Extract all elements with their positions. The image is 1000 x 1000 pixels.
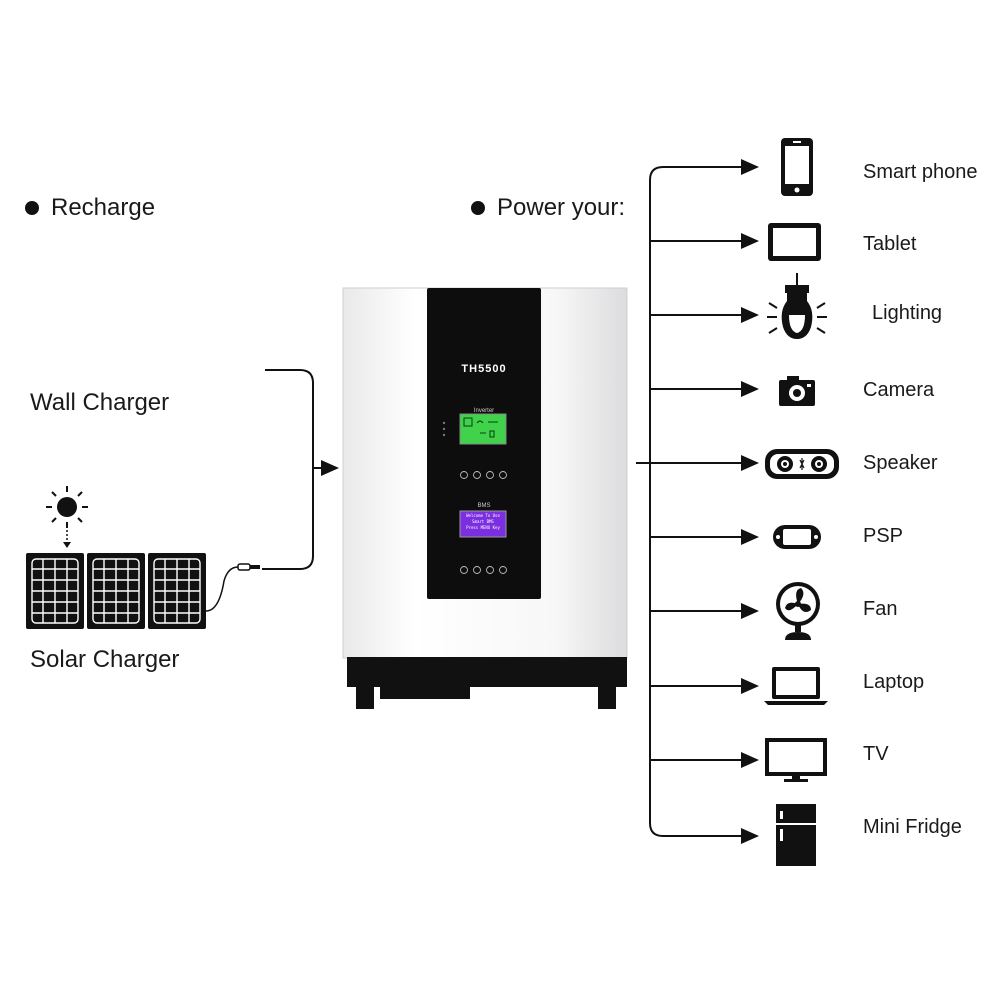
power-your-heading: Power your: bbox=[471, 194, 625, 222]
output-trunk-line bbox=[649, 166, 664, 837]
camera-icon bbox=[779, 376, 815, 406]
power-your-title: Power your: bbox=[497, 194, 626, 221]
fan-icon bbox=[776, 582, 820, 640]
bullet-dot bbox=[25, 201, 39, 215]
smartphone-icon bbox=[781, 138, 813, 196]
bms-label: BMS bbox=[477, 503, 491, 509]
device-label-camera: Camera bbox=[863, 379, 935, 401]
game-console-icon bbox=[773, 525, 821, 549]
device-label-fridge: Mini Fridge bbox=[863, 816, 962, 838]
unit-model-label: TH5500 bbox=[461, 363, 507, 375]
wall-charger-label: Wall Charger bbox=[30, 389, 170, 416]
bullet-dot bbox=[471, 201, 485, 215]
device-label-speaker: Speaker bbox=[863, 452, 938, 474]
device-label-psp: PSP bbox=[863, 525, 904, 547]
laptop-icon bbox=[764, 667, 828, 705]
bms-screen-line: Press MENU Key bbox=[466, 525, 500, 530]
tv-icon bbox=[765, 738, 827, 782]
device-label-tablet: Tablet bbox=[863, 233, 917, 255]
speaker-icon bbox=[765, 449, 839, 479]
recharge-title: Recharge bbox=[51, 194, 156, 221]
inverter-label: Inverter bbox=[473, 408, 495, 414]
device-label-fan: Fan bbox=[863, 598, 898, 620]
fridge-icon bbox=[776, 804, 816, 866]
tablet-icon bbox=[768, 223, 821, 261]
recharge-heading: Recharge bbox=[25, 194, 155, 222]
device-label-laptop: Laptop bbox=[863, 671, 925, 693]
device-label-smartphone: Smart phone bbox=[863, 161, 978, 183]
device-label-lighting: Lighting bbox=[872, 302, 943, 324]
light-bulb-icon bbox=[767, 273, 827, 339]
sun-icon bbox=[46, 486, 88, 548]
solar-charger-label: Solar Charger bbox=[30, 646, 180, 673]
input-bracket-line bbox=[262, 369, 314, 570]
bms-screen-line: Smart BMS bbox=[472, 519, 494, 524]
power-station-unit bbox=[342, 287, 628, 709]
bms-screen-line: Welcome To Use bbox=[466, 513, 500, 518]
solar-panel-icon bbox=[26, 553, 260, 629]
device-label-tv: TV bbox=[863, 743, 889, 765]
bms-screen-text: Welcome To Use Smart BMS Press MENU Key bbox=[460, 513, 506, 531]
